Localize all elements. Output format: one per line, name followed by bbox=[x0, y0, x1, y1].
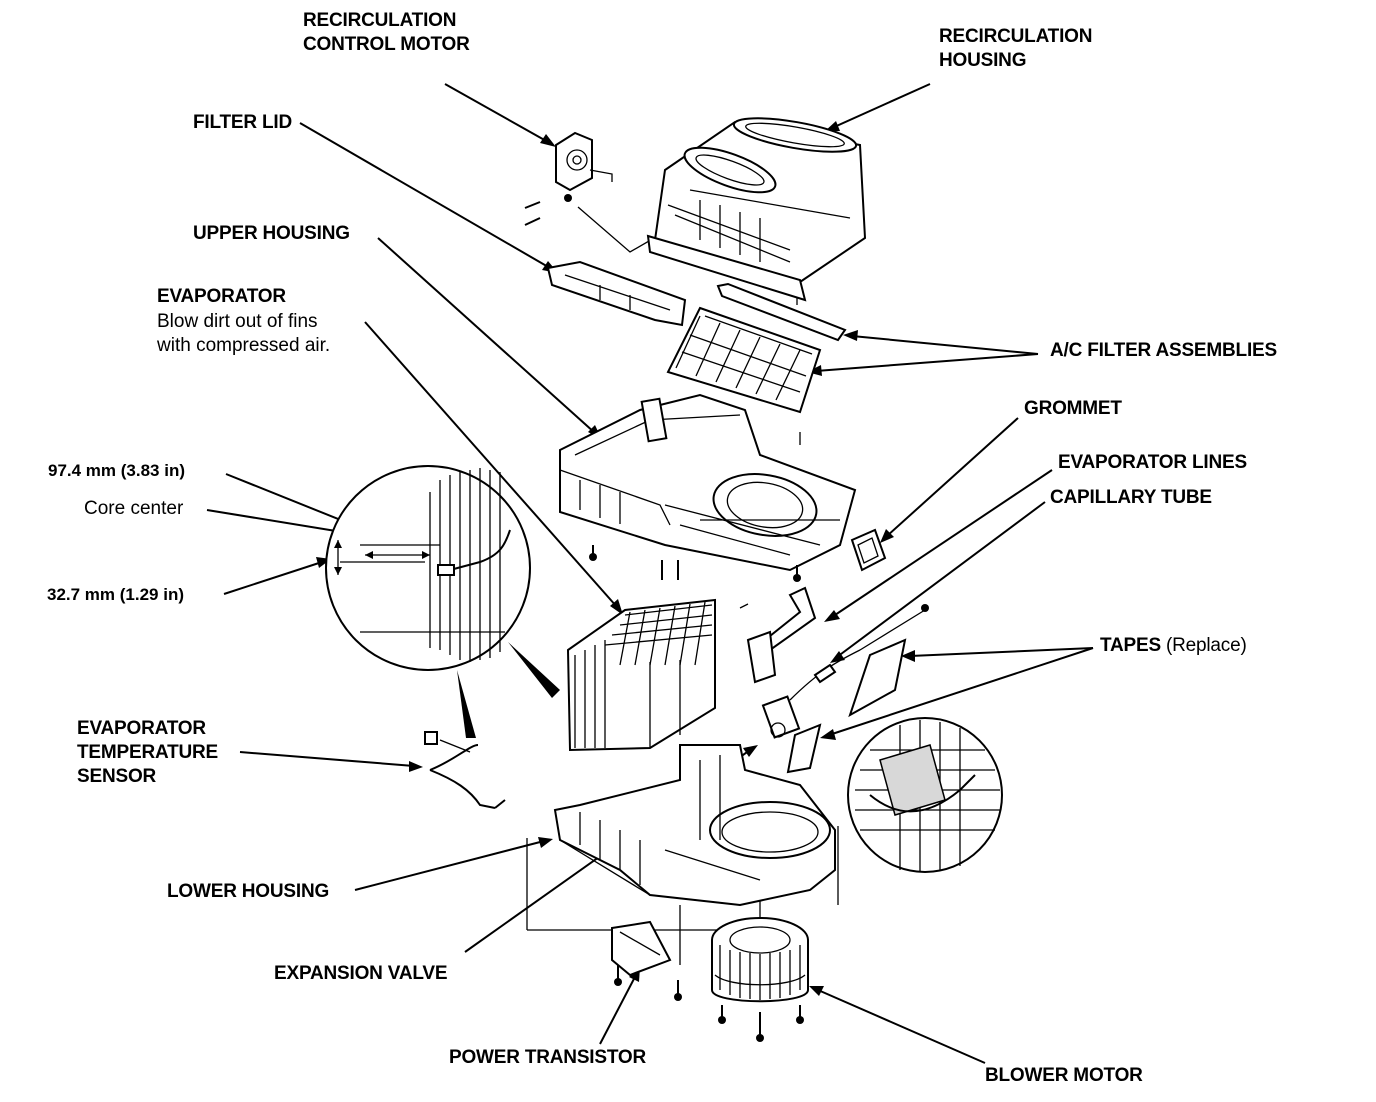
upper-housing-part bbox=[559, 393, 857, 582]
dimension-97-label: 97.4 mm (3.83 in) bbox=[48, 461, 186, 480]
tapes-label: TAPES (Replace) bbox=[1100, 634, 1247, 658]
evaporator-lines-part bbox=[739, 586, 817, 684]
evaporator-label: EVAPORATOR bbox=[157, 286, 286, 307]
evaporator-temperature-sensor-part bbox=[424, 731, 506, 809]
upper-housing-label: UPPER HOUSING bbox=[193, 223, 350, 244]
tapes-replace-note: (Replace) bbox=[1166, 635, 1247, 656]
tapes-label-text: TAPES bbox=[1100, 635, 1161, 656]
temp-sensor-line-1: EVAPORATOR bbox=[77, 718, 206, 739]
dimension-32-label: 32.7 mm (1.29 in) bbox=[47, 585, 185, 604]
blower-motor-label: BLOWER MOTOR bbox=[985, 1065, 1143, 1086]
lower-housing-label: LOWER HOUSING bbox=[167, 881, 330, 902]
filter-lid-part bbox=[546, 260, 687, 327]
recirculation-housing-part bbox=[646, 117, 867, 302]
tapes-part bbox=[786, 638, 907, 774]
filter-lid-label: FILTER LID bbox=[193, 112, 292, 133]
grommet-label: GROMMET bbox=[1024, 398, 1122, 419]
power-transistor-label: POWER TRANSISTOR bbox=[449, 1047, 647, 1068]
recirculation-housing-line-1: RECIRCULATION bbox=[939, 26, 1093, 47]
evaporator-temperature-sensor-label: EVAPORATOR TEMPERATURE SENSOR bbox=[77, 717, 218, 789]
leader-lines bbox=[206, 83, 1094, 1064]
core-center-label: Core center bbox=[84, 498, 184, 519]
lower-housing-part bbox=[553, 744, 836, 907]
recirculation-housing-line-2: HOUSING bbox=[939, 50, 1027, 71]
recirculation-housing-label: RECIRCULATION HOUSING bbox=[939, 25, 1092, 73]
recirculation-control-motor-line-1: RECIRCULATION bbox=[303, 10, 457, 31]
evaporator-lines-label: EVAPORATOR LINES bbox=[1058, 452, 1247, 473]
expansion-valve-part bbox=[761, 604, 929, 739]
evaporator-note-line-2: with compressed air. bbox=[157, 335, 331, 356]
ac-filter-assemblies-label: A/C FILTER ASSEMBLIES bbox=[1050, 340, 1277, 361]
evaporator-part bbox=[566, 560, 716, 752]
grommet-part bbox=[850, 528, 887, 572]
capillary-tape-magnifier bbox=[847, 717, 1003, 873]
temp-sensor-line-3: SENSOR bbox=[77, 766, 157, 787]
capillary-tube-label: CAPILLARY TUBE bbox=[1050, 487, 1212, 508]
evaporator-note: Blow dirt out of fins with compressed ai… bbox=[157, 310, 330, 358]
recirculation-control-motor-line-2: CONTROL MOTOR bbox=[303, 34, 470, 55]
power-transistor-part bbox=[611, 920, 682, 1001]
expansion-valve-label: EXPANSION VALVE bbox=[274, 963, 448, 984]
temp-sensor-line-2: TEMPERATURE bbox=[77, 742, 219, 763]
recirculation-control-motor-label: RECIRCULATION CONTROL MOTOR bbox=[303, 9, 470, 57]
ac-filter-assemblies-part bbox=[666, 282, 847, 414]
blower-motor-part bbox=[711, 917, 809, 1042]
core-center-magnifier bbox=[325, 465, 531, 671]
recirculation-control-motor-part bbox=[524, 131, 613, 226]
evaporator-note-line-1: Blow dirt out of fins bbox=[157, 311, 318, 332]
